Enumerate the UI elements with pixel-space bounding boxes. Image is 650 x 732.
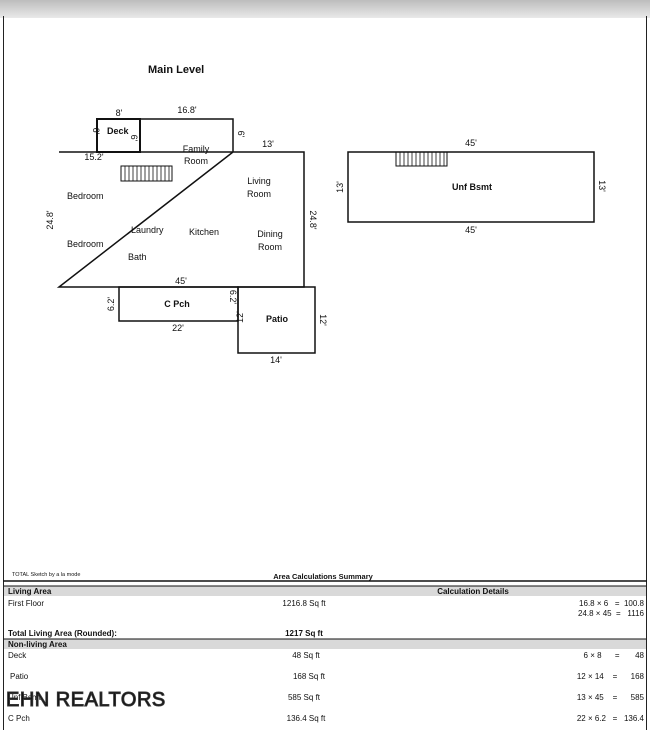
basement-stairs xyxy=(395,151,448,167)
dim-cpch-left: 6.2' xyxy=(106,297,116,312)
summary-title: Area Calculations Summary xyxy=(273,572,373,581)
room-bath: Bath xyxy=(128,252,147,262)
room-laundry: Laundry xyxy=(131,225,164,235)
room-kitchen: Kitchen xyxy=(189,227,219,237)
dim-bsmt-bottom: 45' xyxy=(465,225,477,235)
calc-details-header: Calculation Details xyxy=(437,587,509,596)
dim-patio-right: 12' xyxy=(318,314,328,326)
dim-wing-top: 13' xyxy=(262,139,274,149)
patio-outline xyxy=(237,286,316,354)
living-area-header: Living Area xyxy=(8,587,52,596)
dim-bsmt-top: 45' xyxy=(465,138,477,148)
dim-deck-top: 8' xyxy=(116,108,123,118)
row-deck-name: Deck xyxy=(8,651,27,660)
dim-bsmt-left: 13' xyxy=(335,181,345,193)
first-floor-label: First Floor xyxy=(8,599,44,608)
dim-deck-right: 6' xyxy=(129,135,139,142)
row-patio-calc: 12 × 14 = 168 xyxy=(577,672,645,681)
dim-deck-left: 6' xyxy=(91,128,101,135)
row-bsmt-calc: 13 × 45 = 585 xyxy=(577,693,645,702)
dim-main-bottom: 45' xyxy=(175,276,187,286)
dim-right-side: 24.8' xyxy=(308,210,318,230)
row-deck-calc: 6 × 8 = 48 xyxy=(584,651,645,660)
room-unf-bsmt: Unf Bsmt xyxy=(452,182,492,192)
row-cpch-name: C Pch xyxy=(8,714,30,723)
dim-cpch-right: 6.2' xyxy=(228,290,238,305)
row-bsmt-sqft: 585 Sq ft xyxy=(288,693,321,702)
dim-left-side: 24.8' xyxy=(45,210,55,230)
first-floor-calc-2: 24.8 × 45 = 1116 xyxy=(578,609,645,618)
row-deck-sqft: 48 Sq ft xyxy=(292,651,320,660)
first-floor-calc-1: 16.8 × 6 = 100.8 xyxy=(579,599,644,608)
sketch-credit: TOTAL Sketch by a la mode xyxy=(12,572,80,578)
basement-outline xyxy=(347,151,595,223)
room-family-line2: Room xyxy=(184,156,208,166)
room-patio: Patio xyxy=(266,314,289,324)
main-stairs xyxy=(120,165,173,182)
dim-main-top: 16.8' xyxy=(177,105,197,115)
room-family-line1: Family xyxy=(183,144,210,154)
room-dining-line1: Dining xyxy=(257,229,283,239)
first-floor-sqft: 1216.8 Sq ft xyxy=(282,599,326,608)
deck-outline xyxy=(96,118,141,153)
non-living-header: Non-living Area xyxy=(8,640,67,649)
room-c-pch: C Pch xyxy=(164,299,190,309)
floor-plan-title: Main Level xyxy=(148,64,204,76)
dim-patio-bottom: 14' xyxy=(270,355,282,365)
dim-bsmt-right: 13' xyxy=(597,180,607,192)
row-patio-name: Patio xyxy=(10,672,29,681)
row-cpch-sqft: 136.4 Sq ft xyxy=(287,714,326,723)
total-living-label: Total Living Area (Rounded): xyxy=(8,629,117,638)
room-living-line1: Living xyxy=(247,176,271,186)
dim-cpch-bottom: 22' xyxy=(172,323,184,333)
room-living-line2: Room xyxy=(247,189,271,199)
row-bsmt-name: Unf Bsmt xyxy=(8,693,42,702)
room-deck: Deck xyxy=(107,126,130,136)
room-bedroom-2: Bedroom xyxy=(67,239,104,249)
top-shade-bar xyxy=(0,0,650,18)
dim-notch-bottom: 15.2' xyxy=(84,152,104,162)
total-living-value: 1217 Sq ft xyxy=(285,629,323,638)
dim-patio-left: 12' xyxy=(235,311,245,323)
room-bedroom-1: Bedroom xyxy=(67,191,104,201)
ehn-realtors-watermark: EHN REALTORS xyxy=(6,689,166,711)
row-patio-sqft: 168 Sq ft xyxy=(293,672,326,681)
dim-notch-right: 6' xyxy=(236,131,246,138)
room-dining-line2: Room xyxy=(258,242,282,252)
row-cpch-calc: 22 × 6.2 = 136.4 xyxy=(577,714,645,723)
document-frame xyxy=(3,16,647,730)
area-summary-table xyxy=(3,580,647,649)
